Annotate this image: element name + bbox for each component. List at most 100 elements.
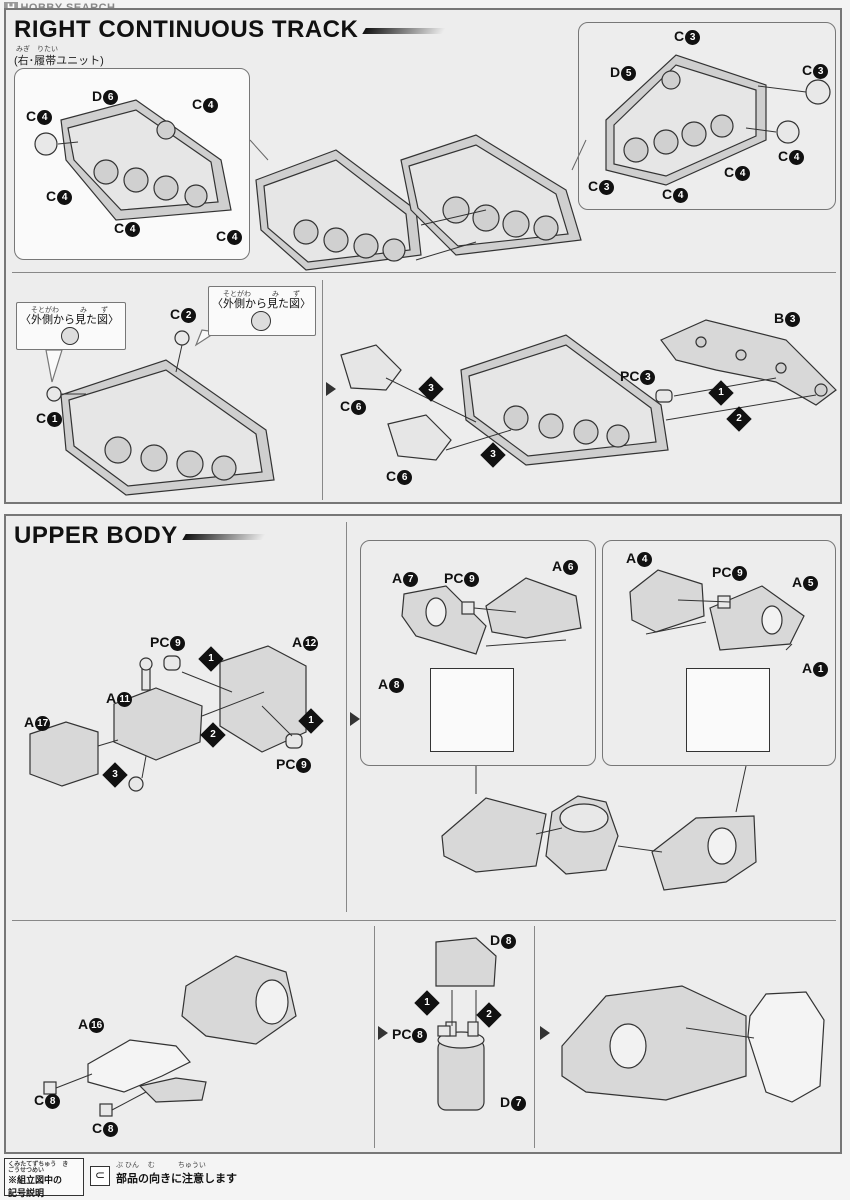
upper-step-arrow: [350, 712, 360, 726]
upper-illustrations: [29, 569, 825, 1117]
upper-body-panel: UPPER BODY: [4, 514, 842, 1154]
legend-box: くみたてずちゅう き ごうせつめい ※組立図中の 記号説明: [4, 1158, 84, 1198]
legend-line-1: ※組立図中の: [8, 1175, 63, 1185]
upper-divider: [12, 920, 836, 921]
lower-step-arrow-2: [540, 1026, 550, 1040]
part-a17: [29, 721, 99, 787]
upper-section-title: UPPER BODY: [14, 522, 266, 550]
track-divider: [12, 272, 836, 273]
part-d7: [437, 1039, 485, 1111]
outside-view-text-left: 〈外側から見た図〉: [20, 314, 119, 326]
footer-note-ruby: ぶ ひん む ちゅうい: [116, 1162, 206, 1169]
bottom-left-track-drawing: [46, 330, 275, 496]
orientation-icon: ⊂: [90, 1166, 110, 1186]
outside-view-text-right: 〈外側から見た図〉: [212, 298, 311, 310]
legend-line-2: 記号説明: [8, 1188, 45, 1198]
upper-step-1-top: 1: [198, 646, 224, 672]
part-d8: [435, 937, 497, 987]
track-illustrations: [34, 54, 837, 496]
step-3-top: 3: [418, 376, 444, 402]
a1-detail-box: [686, 668, 770, 752]
lower-divider-2: [534, 926, 535, 1148]
track-right-callout: [578, 22, 836, 210]
track-section-title: RIGHT CONTINUOUS TRACK: [14, 16, 447, 44]
outside-view-part-left: [61, 327, 79, 345]
upper-step-1-right: 1: [298, 708, 324, 734]
upper-step-2: 2: [200, 722, 226, 748]
part-a5: [709, 585, 805, 651]
upper-title-text: UPPER BODY: [14, 522, 178, 549]
legend-footer: くみたてずちゅう き ごうせつめい ※組立図中の 記号説明 ⊂ ぶ ひん む ち…: [4, 1158, 842, 1198]
middle-tracks-drawing: [255, 134, 582, 271]
footer-note: 部品の向きに注意します: [116, 1173, 237, 1185]
step-3-bottom: 3: [480, 442, 506, 468]
outside-view-box-left: そとがわ み ず 〈外側から見た図〉: [16, 302, 126, 350]
track-subtitle-ruby: みぎ りたい: [16, 46, 58, 53]
outside-view-ruby-right: そとがわ み ず: [223, 291, 300, 298]
a8-detail-box: [430, 668, 514, 752]
bottom-right-assembly-drawing: [340, 319, 837, 466]
lower-step-1: 1: [414, 990, 440, 1016]
legend-ruby: くみたてずちゅう き ごうせつめい: [8, 1162, 75, 1174]
step-1: 1: [708, 380, 734, 406]
lower-divider-1: [374, 926, 375, 1148]
upper-left-callout: [360, 540, 596, 766]
outside-view-box-right: そとがわ み ず 〈外側から見た図〉: [208, 286, 316, 336]
track-subtitle: (右･履帯ユニット): [14, 55, 104, 67]
part-a12: [219, 645, 307, 753]
part-a6: [485, 577, 582, 639]
outside-view-part-right: [251, 311, 271, 331]
upper-right-callout: [602, 540, 836, 766]
step-arrow-track: [326, 382, 336, 396]
lower-step-2: 2: [476, 1002, 502, 1028]
upper-vertical-divider: [346, 522, 347, 912]
track-vertical-divider: [322, 280, 323, 500]
right-track-panel: RIGHT CONTINUOUS TRACK みぎ りたい (右･履帯ユニット): [4, 8, 842, 504]
upper-step-3: 3: [102, 762, 128, 788]
outside-view-ruby-left: そとがわ み ず: [31, 307, 108, 314]
right-track-drawing: [605, 54, 831, 186]
part-a4: [629, 569, 705, 633]
step-2: 2: [726, 406, 752, 432]
left-track-drawing: [34, 99, 232, 221]
track-title-text: RIGHT CONTINUOUS TRACK: [14, 16, 359, 43]
lower-step-arrow-1: [378, 1026, 388, 1040]
part-a11: [113, 687, 203, 761]
